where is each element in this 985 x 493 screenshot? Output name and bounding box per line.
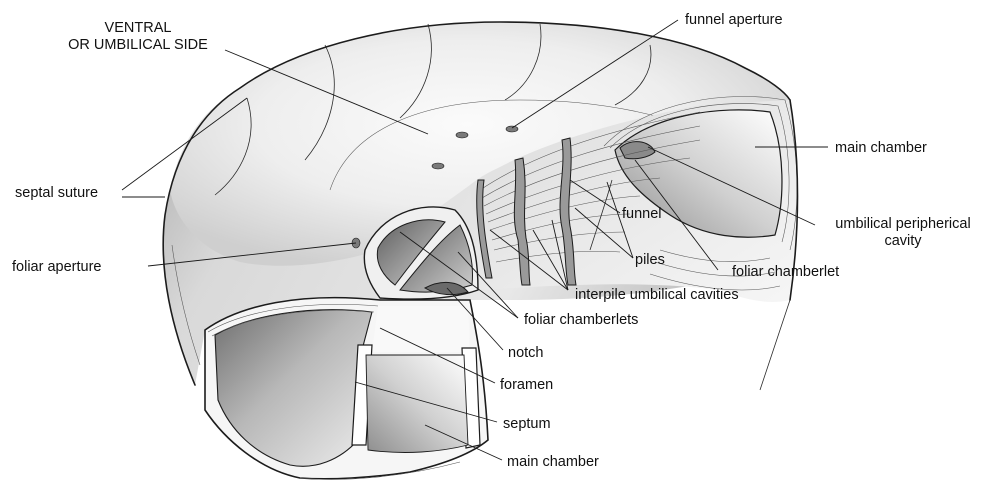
- label-ventral-line2: OR UMBILICAL SIDE: [68, 37, 208, 53]
- label-foramen: foramen: [500, 377, 553, 393]
- label-notch: notch: [508, 345, 543, 361]
- label-umbilical-peripheral-line1: umbilical peripherical: [835, 216, 970, 232]
- funnel-aperture-dot: [506, 126, 518, 132]
- foramen-area: [372, 306, 469, 352]
- lower-right-wall: [760, 300, 790, 390]
- label-funnel-aperture: funnel aperture: [685, 12, 783, 28]
- label-umbilical-peripheral-line2: cavity: [884, 233, 922, 249]
- label-septal-suture: septal suture: [15, 185, 98, 201]
- cut-section-front: [205, 298, 488, 480]
- label-main-chamber-top: main chamber: [835, 140, 927, 156]
- label-foliar-chamberlet: foliar chamberlet: [732, 264, 839, 280]
- label-piles: piles: [635, 252, 665, 268]
- funnel-aperture-dot-3: [432, 163, 444, 169]
- label-ventral-line1: VENTRAL: [105, 20, 172, 36]
- label-foliar-chamberlets: foliar chamberlets: [524, 312, 638, 328]
- label-foliar-aperture: foliar aperture: [12, 259, 101, 275]
- label-septum: septum: [503, 416, 551, 432]
- label-main-chamber-bottom: main chamber: [507, 454, 599, 470]
- label-interpile-umbilical-cavities: interpile umbilical cavities: [575, 287, 739, 303]
- funnel-aperture-dot-2: [456, 132, 468, 138]
- label-funnel: funnel: [622, 206, 662, 222]
